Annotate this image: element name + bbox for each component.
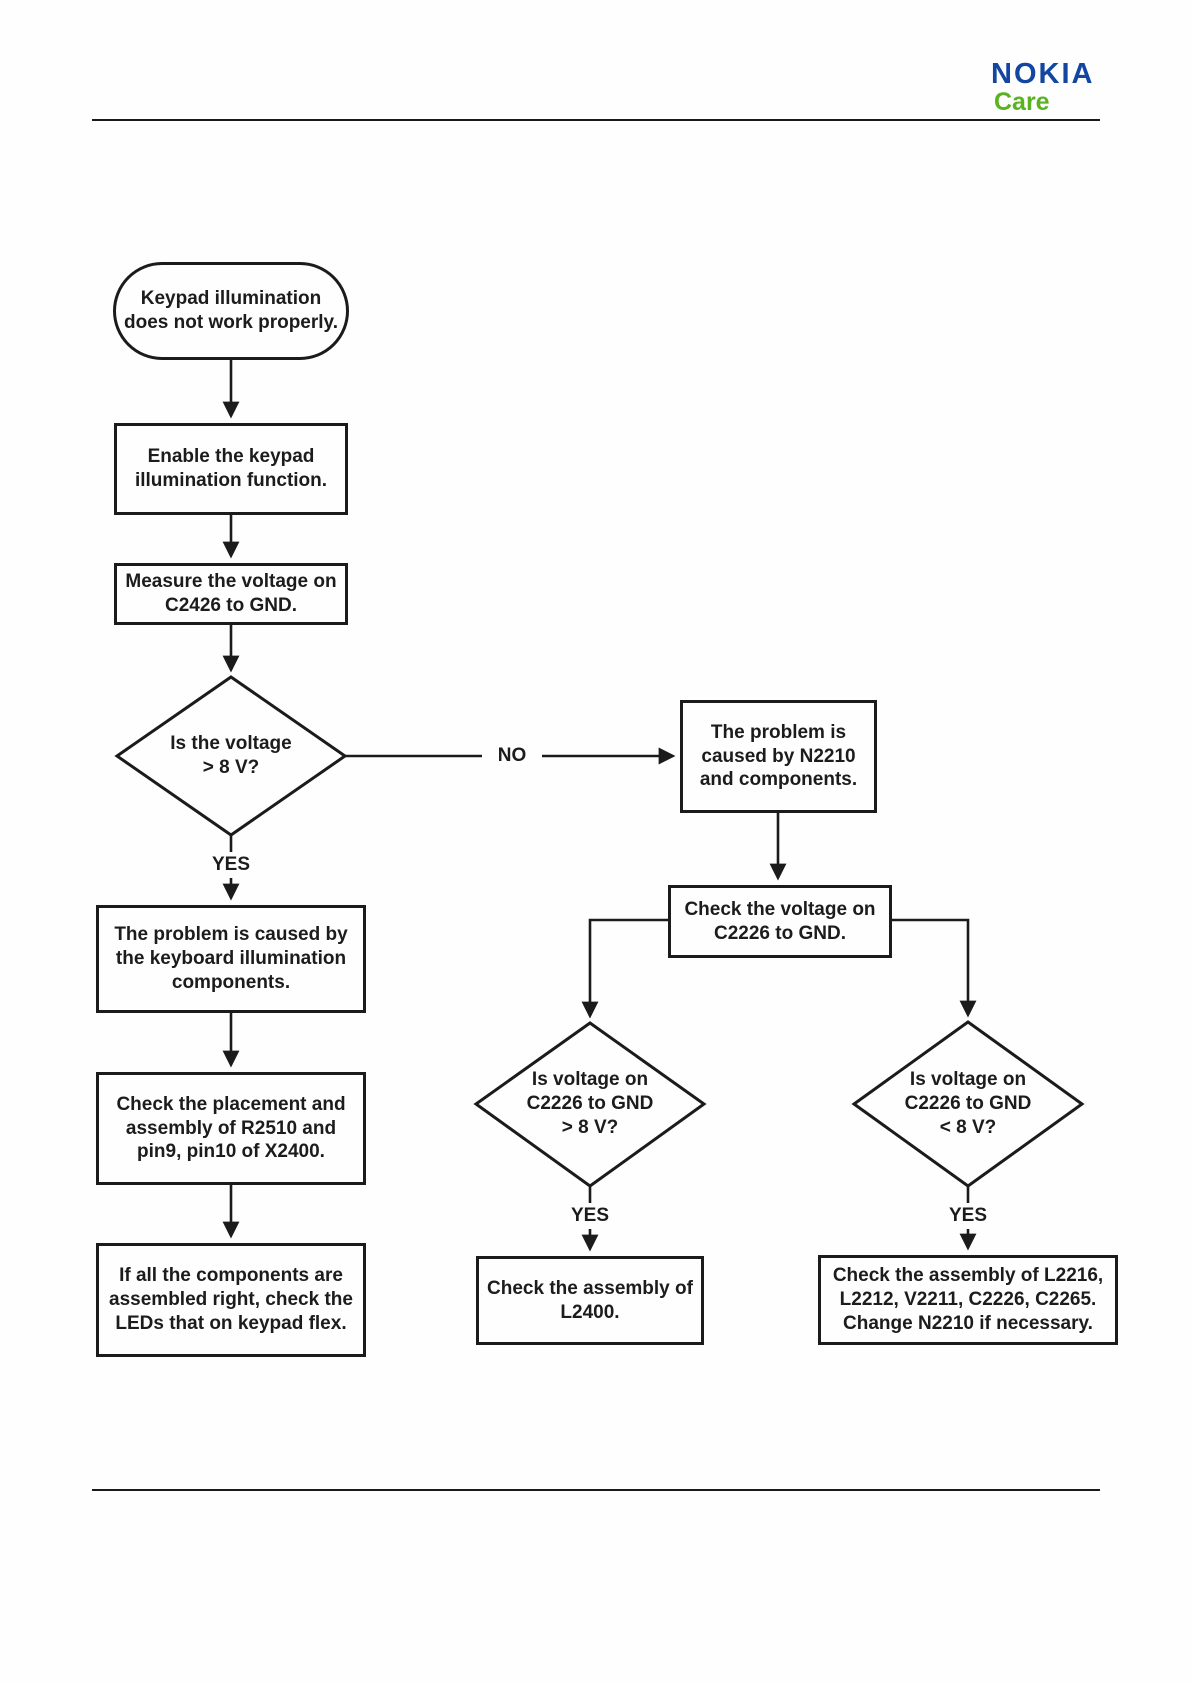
c2226-gt8-decision-diamond-shape bbox=[473, 1021, 707, 1188]
c2226-lt8-decision-diamond-shape bbox=[851, 1020, 1085, 1188]
check-placement-box: Check the placement and assembly of R251… bbox=[96, 1072, 366, 1185]
check-leds-box: If all the components are assembled righ… bbox=[96, 1243, 366, 1357]
voltage-decision-label: Is the voltage > 8 V? bbox=[170, 733, 292, 778]
c2226-lt8-decision-label: Is voltage on C2226 to GND < 8 V? bbox=[904, 1069, 1032, 1138]
footer-rule bbox=[92, 1489, 1100, 1491]
check-l2400-box: Check the assembly of L2400. bbox=[476, 1256, 704, 1345]
header-rule bbox=[92, 119, 1100, 121]
check-voltage-c2226-box: Check the voltage on C2226 to GND. bbox=[668, 885, 892, 958]
c2226-gt8-decision-label: Is voltage on C2226 to GND > 8 V? bbox=[526, 1069, 654, 1138]
edge-branch-right-decision3 bbox=[892, 918, 977, 1018]
measure-voltage-box: Measure the voltage on C2426 to GND. bbox=[114, 563, 348, 625]
yes-label: YES bbox=[938, 1203, 998, 1229]
problem-n2210-box: The problem is caused by N2210 and compo… bbox=[680, 700, 877, 813]
nokia-care-logo: Care bbox=[994, 88, 1050, 116]
yes-label: YES bbox=[201, 852, 261, 878]
no-label: NO bbox=[482, 743, 542, 769]
start-node: Keypad illumination does not work proper… bbox=[113, 262, 349, 360]
enable-illumination-box: Enable the keypad illumination function. bbox=[114, 423, 348, 515]
nokia-logo: NOKIA bbox=[991, 58, 1095, 90]
problem-keyboard-box: The problem is caused by the keyboard il… bbox=[96, 905, 366, 1013]
yes-label: YES bbox=[560, 1203, 620, 1229]
voltage-decision-diamond-shape bbox=[114, 675, 348, 837]
edge-branch-left-decision2 bbox=[581, 918, 668, 1019]
check-l2216-box: Check the assembly of L2216, L2212, V221… bbox=[818, 1255, 1118, 1345]
